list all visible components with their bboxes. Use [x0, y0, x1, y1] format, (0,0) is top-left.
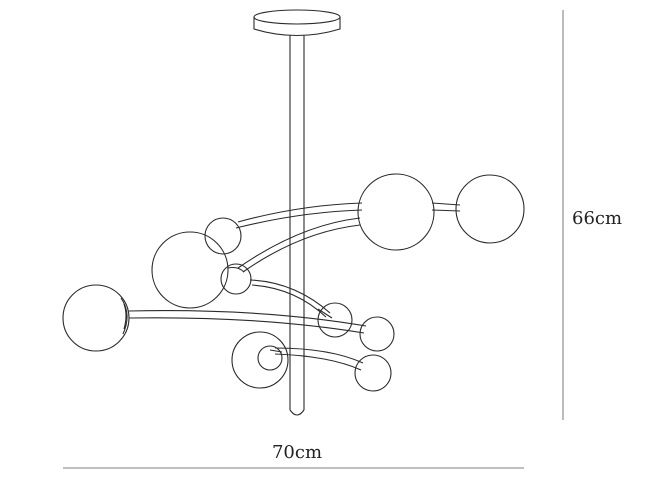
ceiling-canopy	[253, 9, 341, 37]
width-label: 70cm	[272, 442, 322, 463]
globe-left-mid-large	[151, 231, 229, 309]
arm-left-long	[128, 310, 367, 334]
arm-top-right	[235, 202, 363, 229]
globe-far-right	[455, 174, 525, 244]
globe-small-rod	[317, 302, 353, 338]
globe-right-small-lower	[354, 354, 392, 392]
globe-small-upper	[204, 217, 242, 255]
globe-bottom-center	[231, 331, 289, 389]
height-label: 66cm	[572, 208, 622, 229]
globe-right-small-upper	[359, 316, 395, 352]
arm-mid-right	[237, 217, 361, 273]
globe-top-right-large	[357, 173, 435, 251]
central-rod	[289, 35, 305, 416]
globe-small-center	[220, 263, 252, 295]
arm-right-connector	[431, 202, 461, 212]
globe-far-left	[62, 284, 130, 352]
